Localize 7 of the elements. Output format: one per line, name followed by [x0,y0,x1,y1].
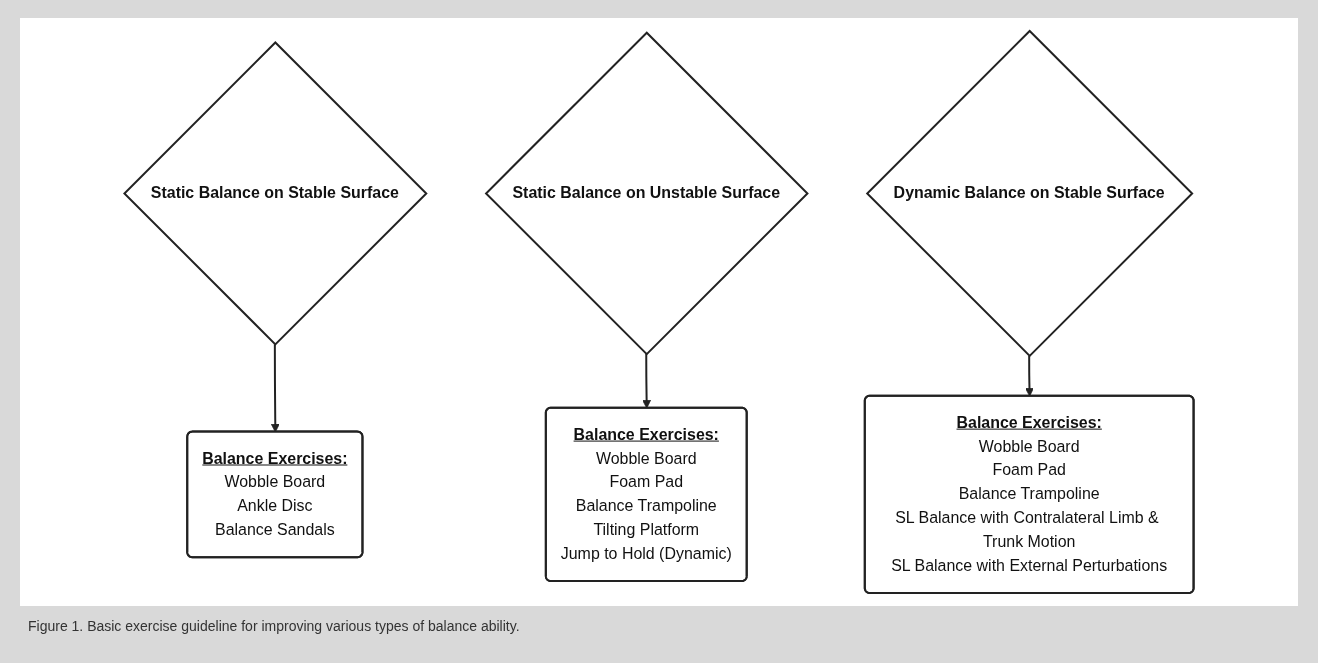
node-diamond: Static Balance on Unstable Surface [484,31,809,356]
node-diamond: Dynamic Balance on Stable Surface [865,29,1194,358]
arrow [1025,354,1034,397]
caption: Figure 1. Basic exercise guideline for improving various types of balance ability. [28,618,520,634]
arrow [642,353,651,409]
node-diamond: Static Balance on Stable Surface [123,41,428,346]
arrow [270,343,280,433]
